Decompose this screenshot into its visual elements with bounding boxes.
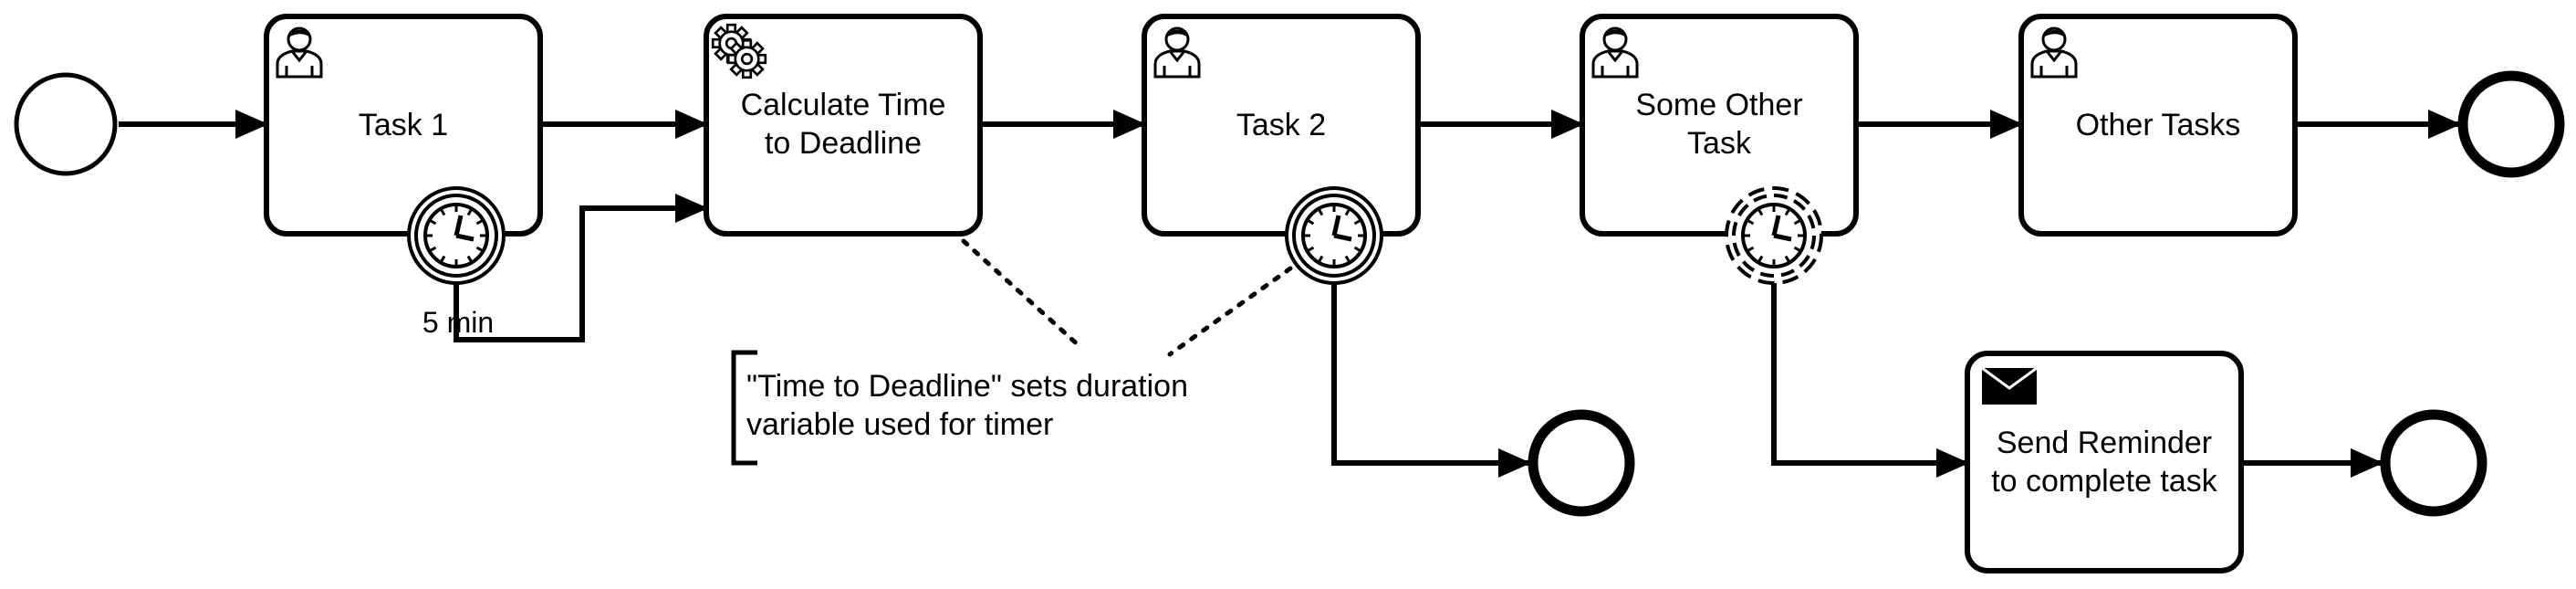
flow-some-other-timer-to-reminder	[1771, 283, 1969, 478]
task-calc-label-line2: to Deadline	[765, 126, 922, 161]
task-some-other-label-line2: Task	[1687, 126, 1752, 161]
sequence-flows	[119, 110, 2461, 478]
task-task2-label: Task 2	[1236, 108, 1326, 142]
end-event-main[interactable]	[2457, 70, 2565, 178]
annotation-text-line2: variable used for timer	[746, 407, 1053, 442]
task-other-tasks-label: Other Tasks	[2076, 108, 2241, 142]
text-annotation[interactable]: "Time to Deadline" sets duration variabl…	[731, 350, 1188, 466]
clock-icon	[425, 205, 487, 267]
flow-timer-to-calc	[454, 194, 708, 342]
boundary-timer-task1[interactable]: 5 min	[407, 186, 506, 339]
task-reminder-label-line1: Send Reminder	[1997, 426, 2212, 460]
task-some-other-label-line1: Some Other	[1635, 88, 1802, 122]
task-task2[interactable]: Task 2	[1142, 14, 1421, 237]
boundary-timer-task2[interactable]	[1285, 186, 1383, 285]
boundary-timer-some-other-task[interactable]	[1725, 186, 1823, 285]
association-timer-to-annotation	[1167, 266, 1293, 357]
envelope-icon	[1982, 368, 2037, 405]
associations	[961, 238, 1293, 357]
annotation-bracket	[731, 350, 757, 466]
end-event-reminder[interactable]	[2380, 409, 2487, 517]
annotation-text-line1: "Time to Deadline" sets duration	[746, 369, 1188, 404]
association-calc-to-annotation	[961, 238, 1083, 350]
flow-task2-timer-to-end	[1331, 283, 1531, 478]
task-send-reminder[interactable]: Send Reminder to complete task	[1965, 351, 2244, 573]
task-calculate-time-to-deadline[interactable]: Calculate Time to Deadline	[704, 14, 983, 237]
clock-icon	[1743, 205, 1805, 267]
task-calc-label-line1: Calculate Time	[741, 88, 946, 122]
timer-task1-label: 5 min	[422, 306, 494, 339]
task-some-other-task[interactable]: Some Other Task	[1580, 14, 1859, 237]
task-other-tasks[interactable]: Other Tasks	[2018, 14, 2298, 237]
task-task1[interactable]: Task 1	[264, 14, 543, 237]
task-task1-label: Task 1	[359, 108, 448, 142]
task-reminder-label-line2: to complete task	[1991, 464, 2218, 499]
clock-icon	[1303, 205, 1365, 267]
start-event[interactable]	[14, 72, 118, 176]
end-event-task2-timer[interactable]	[1528, 409, 1635, 517]
